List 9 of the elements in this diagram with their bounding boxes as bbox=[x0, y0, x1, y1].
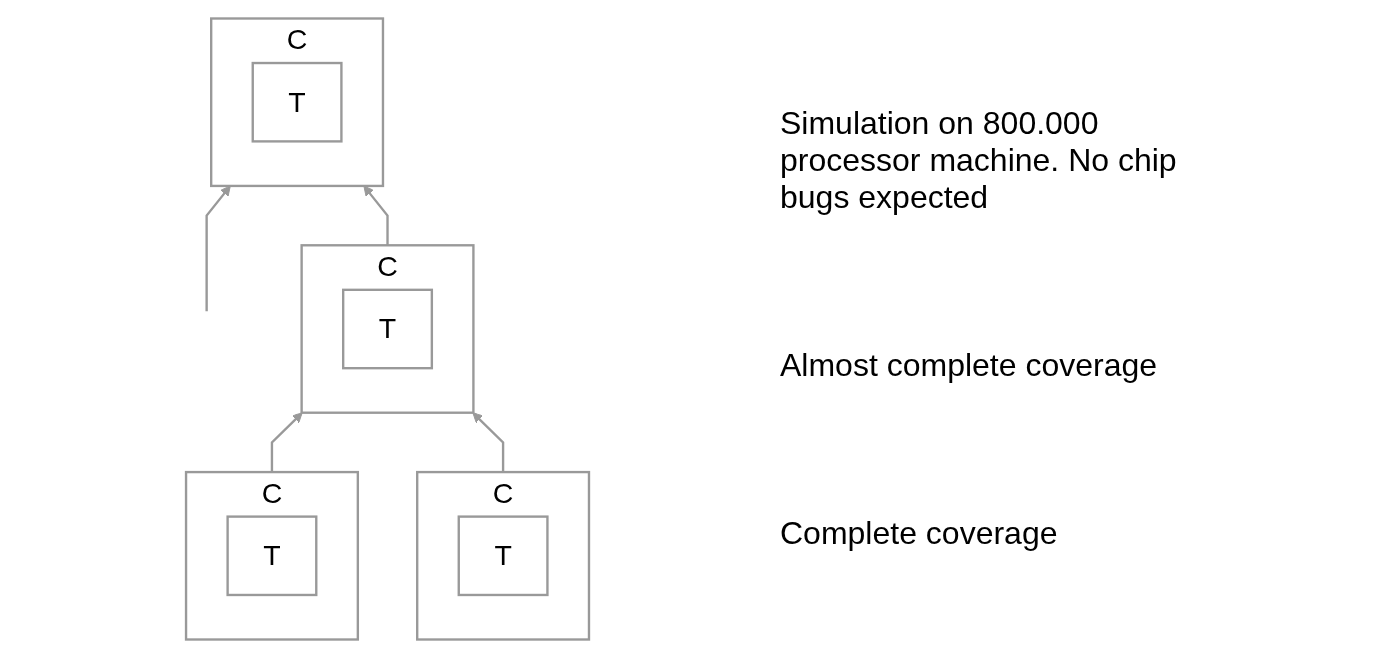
note-text: Almost complete coverage bbox=[780, 347, 1159, 384]
node-box: T bbox=[342, 288, 434, 369]
node-box: T bbox=[251, 61, 343, 143]
node-box: T bbox=[457, 514, 549, 596]
note-text: Complete coverage bbox=[780, 514, 1059, 552]
arrow bbox=[270, 411, 303, 472]
arrow bbox=[472, 411, 505, 472]
note-text: Simulation on 800.000 processor machine. No chip bugs expected bbox=[780, 105, 1178, 217]
node-box: T bbox=[226, 514, 318, 596]
